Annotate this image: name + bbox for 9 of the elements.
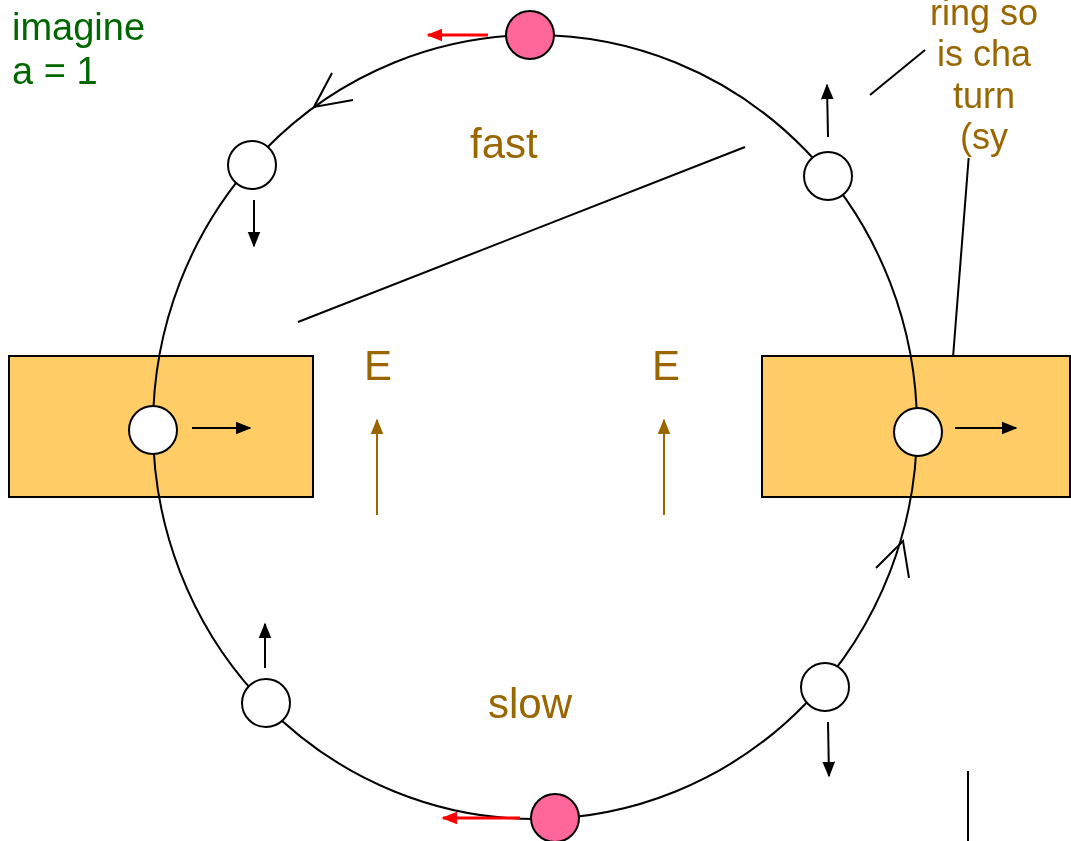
- field-label: E: [364, 342, 393, 391]
- leader-line: [869, 49, 926, 96]
- leader-line: [952, 157, 970, 356]
- note-text: imagine a = 1: [12, 6, 147, 94]
- region-label: fast: [470, 120, 539, 169]
- region-label: slow: [488, 680, 574, 729]
- magnet-block: [8, 355, 314, 498]
- magnet-block: [761, 355, 1071, 498]
- field-label: E: [652, 342, 681, 391]
